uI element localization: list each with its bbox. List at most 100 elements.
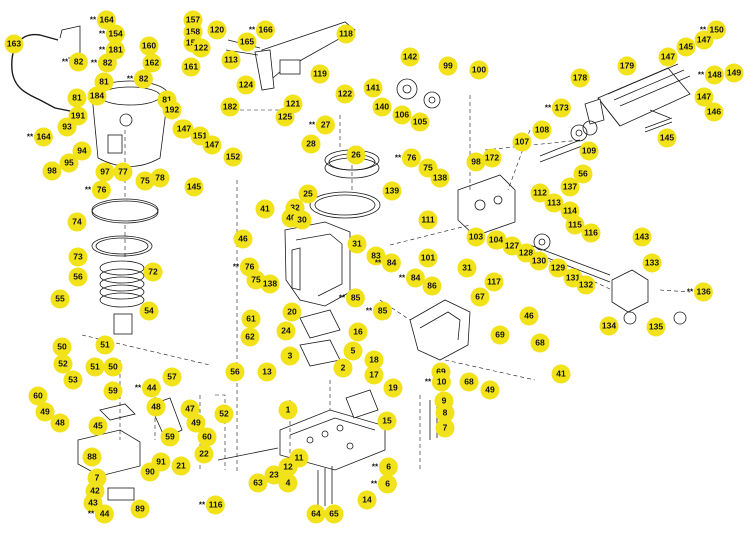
callout-number: 56 <box>225 362 245 382</box>
part-callout: 172 <box>482 148 502 168</box>
part-callout: **84 <box>375 253 402 273</box>
callout-number: 160 <box>139 36 159 56</box>
part-callout: 7 <box>435 418 455 438</box>
part-callout: 178 <box>570 68 590 88</box>
callout-number: 76 <box>92 180 112 200</box>
part-callout: 160 <box>139 36 159 56</box>
part-callout: 138 <box>430 168 450 188</box>
part-callout: 48 <box>146 397 166 417</box>
callout-prefix: ** <box>26 132 34 142</box>
callout-number: 6 <box>379 457 399 477</box>
callout-prefix: ** <box>365 306 373 316</box>
callout-number: 101 <box>418 248 438 268</box>
callout-prefix: ** <box>84 185 92 195</box>
callout-number: 8 <box>435 403 455 423</box>
callout-number: 26 <box>346 145 366 165</box>
callout-number: 147 <box>658 47 678 67</box>
callout-prefix: ** <box>700 26 706 35</box>
callout-number: 182 <box>220 97 240 117</box>
part-callout: 137 <box>560 177 580 197</box>
callout-number: 130 <box>529 251 549 271</box>
callout-prefix: ** <box>98 45 106 55</box>
callout-number: 166 <box>256 20 276 40</box>
part-callout: 145 <box>676 37 696 57</box>
part-callout: 100 <box>469 60 489 80</box>
callout-number: 51 <box>85 357 105 377</box>
callout-number: 52 <box>214 404 234 424</box>
part-callout: 52 <box>53 354 73 374</box>
part-callout: 89 <box>130 499 150 519</box>
part-callout: **154 <box>99 24 126 44</box>
part-callout: 49 <box>480 380 500 400</box>
part-callout: **173 <box>545 98 572 118</box>
part-callout: 163 <box>4 34 24 54</box>
callout-number: 98 <box>466 152 486 172</box>
callout-number: 2 <box>333 358 353 378</box>
callout-number: 163 <box>4 34 24 54</box>
part-callout: 75 <box>135 171 155 191</box>
callout-number: 135 <box>646 317 666 337</box>
part-callout: 63 <box>248 473 268 493</box>
callout-number: 81 <box>67 88 87 108</box>
part-callout: 54 <box>139 301 159 321</box>
callout-number: 82 <box>98 53 118 73</box>
part-callout: 113 <box>544 193 564 213</box>
piston-block <box>113 313 133 335</box>
part-callout: 192 <box>162 100 182 120</box>
callout-number: 192 <box>162 100 182 120</box>
callout-number: 56 <box>68 267 88 287</box>
callout-number: 59 <box>103 381 123 401</box>
callout-number: 86 <box>422 276 442 296</box>
callout-prefix: ** <box>232 262 240 272</box>
callout-number: 99 <box>438 56 458 76</box>
callout-number: 147 <box>202 135 222 155</box>
callout-prefix: ** <box>198 500 206 510</box>
callout-number: 60 <box>197 427 217 447</box>
part-callout: 13 <box>257 362 277 382</box>
part-callout: 147 <box>174 119 194 139</box>
callout-number: 51 <box>95 335 115 355</box>
part-callout: 41 <box>551 364 571 384</box>
callout-number: 184 <box>87 86 107 106</box>
callout-number: 4 <box>278 473 298 493</box>
main-frame <box>284 221 351 307</box>
callout-number: 3 <box>280 346 300 366</box>
part-callout: **136 <box>687 282 714 302</box>
callout-number: 143 <box>632 227 652 247</box>
part-callout: 103 <box>466 227 486 247</box>
callout-number: 97 <box>95 162 115 182</box>
callout-number: 85 <box>373 301 393 321</box>
callout-number: 134 <box>599 316 619 336</box>
top-handle <box>225 21 356 91</box>
callout-number: 154 <box>106 24 126 44</box>
callout-number: 105 <box>410 112 430 132</box>
callout-number: 100 <box>469 60 489 80</box>
callout-number: 49 <box>35 402 55 422</box>
callout-number: 132 <box>576 275 596 295</box>
callout-prefix: ** <box>398 273 406 283</box>
callout-number: 140 <box>372 97 392 117</box>
part-callout: 90 <box>140 462 160 482</box>
callout-number: 22 <box>194 444 214 464</box>
callout-prefix: ** <box>61 57 69 67</box>
callout-prefix: ** <box>370 479 378 489</box>
part-callout: 74 <box>67 212 87 232</box>
callout-number: 82 <box>134 69 154 89</box>
part-callout: 30 <box>292 210 312 230</box>
part-callout: 57 <box>162 367 182 387</box>
callout-number: 44 <box>142 378 162 398</box>
callout-number: 84 <box>382 253 402 273</box>
callout-number: 116 <box>206 495 226 515</box>
part-callout: 86 <box>422 276 442 296</box>
part-callout: 28 <box>301 134 321 154</box>
part-callout: 132 <box>576 275 596 295</box>
part-callout: 4 <box>278 473 298 493</box>
callout-number: 55 <box>50 289 70 309</box>
part-callout: 115 <box>565 215 585 235</box>
part-callout: 24 <box>276 321 296 341</box>
callout-prefix: ** <box>371 462 379 472</box>
callout-number: 148 <box>705 65 725 85</box>
callout-prefix: ** <box>248 25 256 35</box>
part-callout: 53 <box>63 370 83 390</box>
callout-number: 136 <box>694 282 714 302</box>
